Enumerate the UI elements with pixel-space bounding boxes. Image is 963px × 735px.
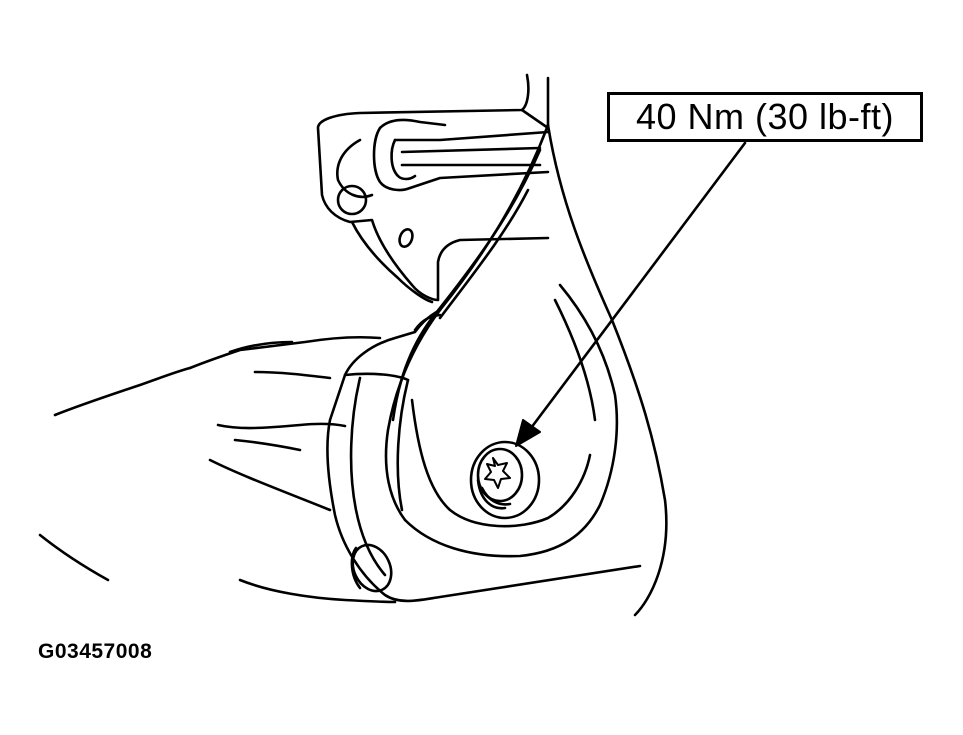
bolt (469, 440, 541, 520)
curved-arm (384, 76, 668, 617)
torque-spec-label: 40 Nm (30 lb-ft) (635, 96, 895, 137)
cross-bar (372, 118, 550, 192)
callout-leader-arrow (515, 141, 747, 447)
figure-id: G03457008 (38, 640, 153, 663)
upper-bracket (316, 73, 550, 304)
torque-callout: 40 Nm (30 lb-ft) (607, 92, 923, 142)
hand-outline (38, 313, 442, 604)
lower-housing (326, 308, 642, 603)
